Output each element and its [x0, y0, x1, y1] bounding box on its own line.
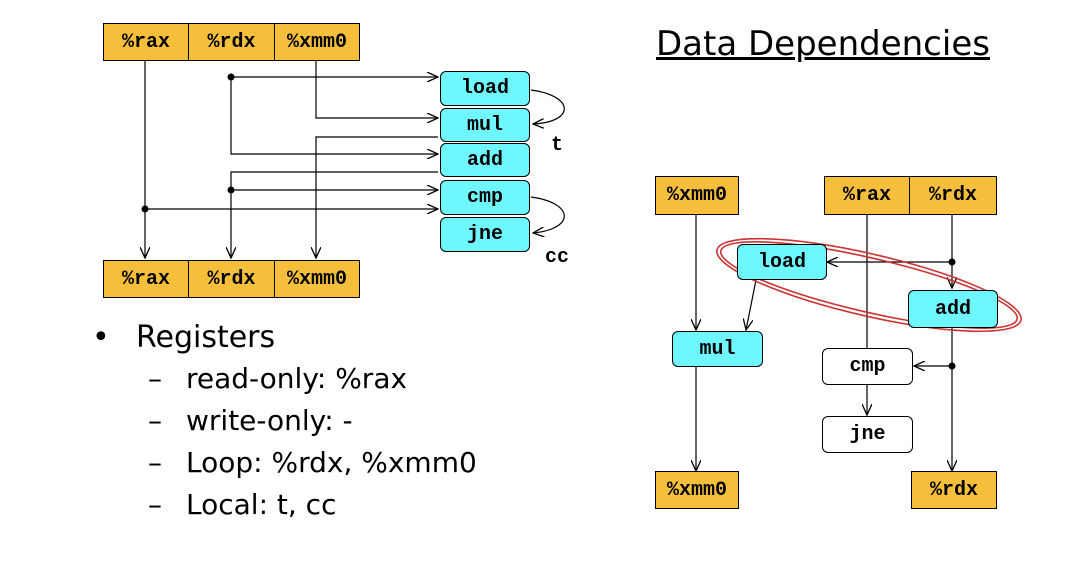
op-cmp: cmp: [440, 180, 530, 215]
top-register-xmm0: %xmm0: [274, 23, 360, 61]
dep-xmm0-out: %xmm0: [655, 471, 739, 509]
bullet-heading-text: Registers: [136, 320, 276, 355]
bullet-item-text: write-only: -: [186, 404, 353, 437]
top-register-rax: %rax: [103, 23, 189, 61]
registers-bullet-list: •Registers –read-only: %rax –write-only:…: [92, 318, 477, 526]
dep-op-load: load: [737, 244, 827, 280]
page-title: Data Dependencies: [656, 24, 990, 64]
bullet-dot: •: [92, 320, 110, 355]
bullet-heading: • Registers: [92, 318, 477, 358]
bullet-item: –read-only: %rax: [148, 358, 477, 400]
dash-marker: –: [148, 446, 162, 479]
dep-rax-in: %rax: [824, 176, 910, 215]
bullet-item: –write-only: -: [148, 400, 477, 442]
bottom-register-rdx: %rdx: [188, 260, 275, 298]
dep-rdx-in: %rdx: [909, 176, 997, 215]
dep-op-jne: jne: [822, 416, 913, 453]
bottom-register-rax: %rax: [103, 260, 189, 298]
op-jne: jne: [440, 217, 530, 252]
bottom-register-xmm0: %xmm0: [274, 260, 360, 298]
temp-label-t: t: [551, 134, 564, 157]
dep-op-add: add: [908, 290, 998, 328]
dep-xmm0-in: %xmm0: [655, 176, 739, 215]
op-add: add: [440, 143, 530, 177]
dash-marker: –: [148, 404, 162, 437]
dash-marker: –: [148, 362, 162, 395]
dep-rdx-out: %rdx: [911, 471, 997, 509]
bullet-item-text: read-only: %rax: [186, 362, 408, 395]
dep-op-cmp: cmp: [822, 348, 913, 385]
bullet-item-text: Local: t, cc: [186, 488, 337, 521]
highlight-ring: [716, 237, 1022, 333]
bullet-item-text: Loop: %rdx, %xmm0: [186, 446, 477, 479]
bullet-item: –Loop: %rdx, %xmm0: [148, 442, 477, 484]
op-load: load: [440, 71, 530, 106]
dash-marker: –: [148, 488, 162, 521]
temp-label-cc: cc: [545, 246, 570, 269]
op-mul: mul: [440, 108, 530, 142]
bullet-item: –Local: t, cc: [148, 484, 477, 526]
top-register-rdx: %rdx: [188, 23, 275, 61]
dep-op-mul: mul: [672, 331, 763, 367]
